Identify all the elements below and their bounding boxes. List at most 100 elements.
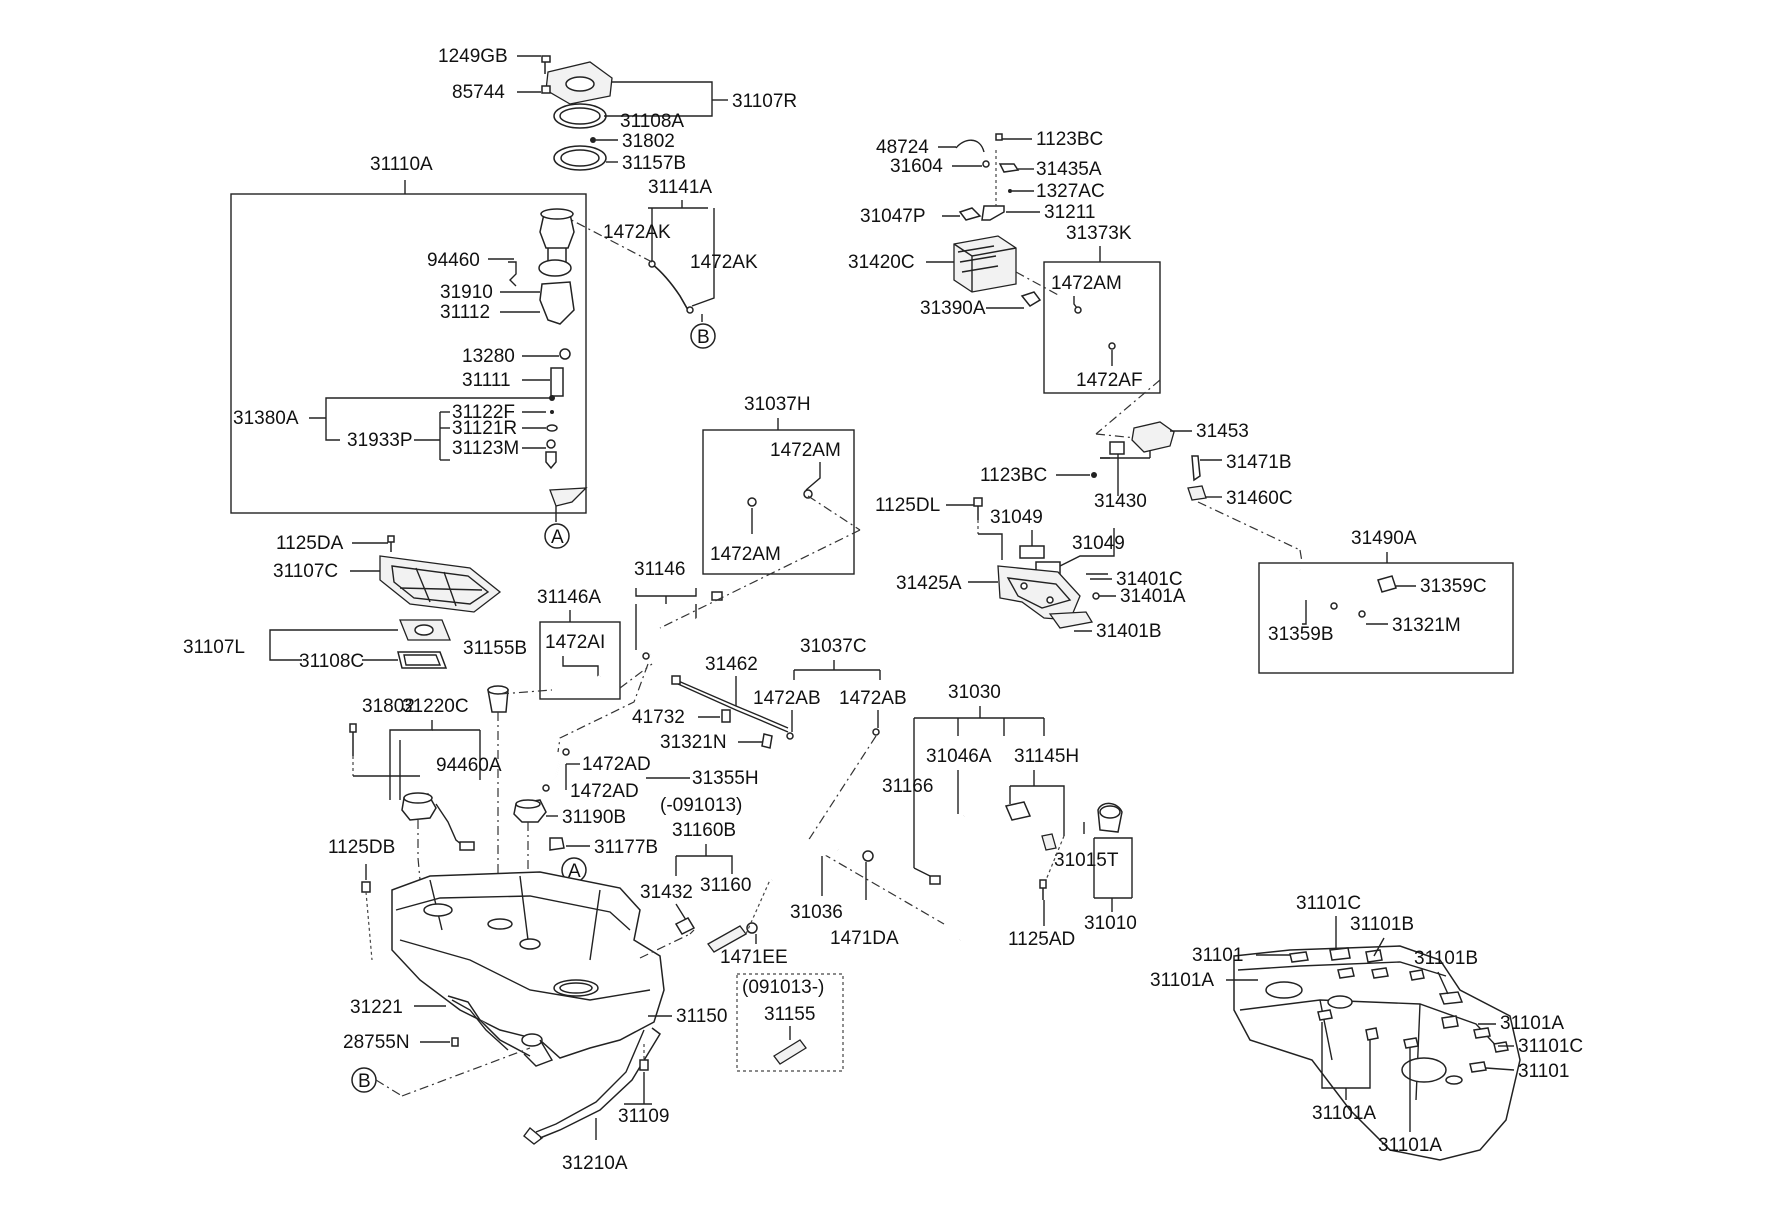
label-31155: 31155 [764, 1004, 815, 1025]
label-31101C-top: 31101C [1296, 893, 1361, 914]
label-31390A: 31390A [920, 298, 986, 319]
tank-strap-31221 [447, 995, 531, 1057]
label-31037C: 31037C [800, 636, 867, 657]
vent-hose [651, 263, 689, 311]
label-1125DL: 1125DL [875, 495, 940, 516]
label-1472AM-c: 1472AM [710, 544, 781, 565]
label-31462: 31462 [705, 654, 758, 675]
label-31046A: 31046A [926, 746, 992, 767]
clip-31177B [549, 837, 565, 851]
tank-opening-right [1401, 1057, 1447, 1083]
label-31321M: 31321M [1392, 615, 1461, 636]
label-31145H: 31145H [1014, 746, 1079, 767]
label-1125DB: 1125DB [328, 837, 395, 858]
pump-cover-bracket-31107C [379, 555, 502, 613]
label-31401A: 31401A [1120, 586, 1186, 607]
tank-strap-31210A [539, 1027, 661, 1139]
vent-hose-31037H [751, 478, 807, 501]
pump-module-box [230, 193, 587, 514]
label-1471EE: 1471EE [720, 947, 788, 968]
label-31108A: 31108A [620, 111, 684, 132]
label-31166: 31166 [882, 776, 933, 797]
fuel-filter-31155 [773, 1039, 807, 1065]
valve-31453 [1131, 421, 1175, 453]
box-31490A [1258, 562, 1514, 674]
label-1123BC-a: 1123BC [1036, 129, 1103, 150]
gasket-31108C [397, 651, 448, 669]
label-31425A: 31425A [896, 573, 962, 594]
label-1472AD-a: 1472AD [582, 754, 651, 775]
clip-31321N [761, 733, 773, 749]
label-1472AM-a: 1472AM [1051, 273, 1122, 294]
label-13280: 13280 [462, 346, 515, 367]
label-31401B: 31401B [1096, 621, 1162, 642]
clip-41732 [721, 709, 731, 723]
wire-harness [955, 139, 985, 153]
label-31157B: 31157B [622, 153, 686, 174]
box-31373K [1043, 261, 1161, 394]
label-31107C: 31107C [273, 561, 338, 582]
label-31190B: 31190B [562, 807, 626, 828]
fuel-sender [539, 281, 575, 325]
box-31037H [702, 429, 855, 575]
fuel-filter [545, 451, 557, 470]
label-31430: 31430 [1094, 491, 1147, 512]
label-31471B: 31471B [1226, 452, 1292, 473]
canister-31420C [953, 235, 1017, 293]
label-1125AD: 1125AD [1008, 929, 1075, 950]
label-31109: 31109 [618, 1106, 669, 1127]
label-1472AK-1: 1472AK [603, 222, 671, 243]
label-28755N: 28755N [343, 1032, 410, 1053]
label-31110A: 31110A [370, 154, 433, 175]
label-31037H: 31037H [744, 394, 811, 415]
label-31460C: 31460C [1226, 488, 1293, 509]
label-31141A: 31141A [648, 177, 712, 198]
label-31036: 31036 [790, 902, 843, 923]
callout-B-top [690, 323, 716, 349]
box-31146A [539, 621, 621, 700]
pad-31049a [1019, 545, 1045, 559]
label-31150: 31150 [676, 1006, 727, 1027]
label-31359B: 31359B [1268, 624, 1334, 645]
callout-B-tank-letter: B [358, 1071, 371, 1092]
label-31490A: 31490A [1351, 528, 1417, 549]
label-31359C: 31359C [1420, 576, 1487, 597]
label-31049-a: 31049 [990, 507, 1043, 528]
sender-float-wire [508, 261, 517, 287]
label-31101A-b: 31101A [1500, 1013, 1564, 1034]
label-31420C: 31420C [848, 252, 915, 273]
label-31380A: 31380A [233, 408, 299, 429]
callout-A-tank-letter: A [568, 861, 581, 882]
label-31401C: 31401C [1116, 569, 1183, 590]
connector-31359C [1377, 575, 1397, 593]
bolt-28755N [451, 1037, 459, 1047]
callout-B-top-letter: B [697, 327, 710, 348]
label-1472AK-2: 1472AK [690, 252, 758, 273]
label-31122F: 31122F [452, 402, 515, 423]
label-31121R: 31121R [452, 418, 517, 439]
label-1472AI: 1472AI [545, 632, 605, 653]
label-31802-top: 31802 [622, 131, 675, 152]
label-31910: 31910 [440, 282, 493, 303]
label-1249GB: 1249GB [438, 46, 508, 67]
label-31112: 31112 [440, 302, 490, 323]
label-31933P: 31933P [347, 430, 413, 451]
gasket-oring [538, 259, 572, 277]
label-48724: 48724 [876, 137, 929, 158]
label-31435A: 31435A [1036, 159, 1102, 180]
canister-valve [1020, 291, 1042, 307]
label-31155B: 31155B [463, 638, 527, 659]
bolt-31802 [349, 723, 357, 756]
canister-bracket-31425A [997, 565, 1081, 621]
label-31047P: 31047P [860, 206, 926, 227]
label-31160B: 31160B [672, 820, 736, 841]
label-31123M: 31123M [452, 438, 519, 459]
label-31015T: 31015T [1054, 850, 1119, 871]
label-31210A: 31210A [562, 1153, 628, 1174]
label-31101A-c: 31101A [1312, 1103, 1376, 1124]
label-1472AD-b: 1472AD [570, 781, 639, 802]
label-091013-b: (091013-) [742, 977, 824, 998]
label-31111: 31111 [462, 370, 511, 391]
label-31211: 31211 [1044, 202, 1095, 223]
